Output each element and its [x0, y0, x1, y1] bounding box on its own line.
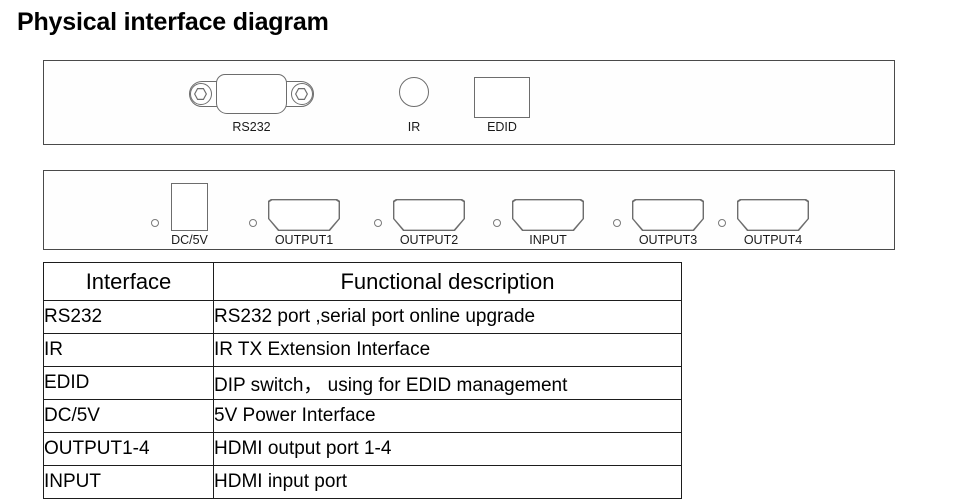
led-indicator-dc — [151, 219, 159, 227]
cell-interface: RS232 — [43, 300, 214, 334]
hdmi-connector-icon — [268, 199, 340, 231]
led-indicator-output4 — [718, 219, 726, 227]
edid-dip-switch-icon — [474, 77, 530, 118]
rs232-hex-nut-left-inner — [195, 89, 206, 99]
port-label-output2: OUTPUT2 — [399, 233, 459, 247]
port-output3[interactable]: OUTPUT3 — [632, 199, 704, 247]
table-row: DC/5V 5V Power Interface — [43, 399, 682, 433]
port-input[interactable]: INPUT — [512, 199, 584, 247]
port-dc5v[interactable]: DC/5V — [171, 183, 208, 247]
front-panel: RS232 IR EDID — [43, 60, 895, 145]
cell-description: DIP switch， using for EDID management — [213, 366, 682, 400]
table-row: INPUT HDMI input port — [43, 465, 682, 499]
led-indicator-output1 — [249, 219, 257, 227]
port-rs232[interactable]: RS232 — [189, 74, 314, 134]
cell-interface: IR — [43, 333, 214, 367]
port-edid[interactable]: EDID — [474, 77, 530, 134]
port-label-dc5v: DC/5V — [171, 233, 208, 247]
port-label-input: INPUT — [529, 233, 567, 247]
rs232-port-opening — [216, 74, 287, 114]
led-indicator-output3 — [613, 219, 621, 227]
cell-description: RS232 port ,serial port online upgrade — [213, 300, 682, 334]
port-label-ir: IR — [407, 120, 421, 134]
cell-interface: DC/5V — [43, 399, 214, 433]
cell-interface: OUTPUT1-4 — [43, 432, 214, 466]
led-indicator-input — [493, 219, 501, 227]
port-label-edid: EDID — [487, 120, 517, 134]
table-header-row: Interface Functional description — [43, 262, 682, 301]
dc-jack-icon — [171, 183, 208, 231]
cell-description: HDMI input port — [213, 465, 682, 499]
port-label-rs232: RS232 — [232, 120, 271, 134]
hdmi-connector-icon — [393, 199, 465, 231]
table-row: EDID DIP switch， using for EDID manageme… — [43, 366, 682, 400]
port-ir[interactable]: IR — [399, 77, 429, 134]
table-row: IR IR TX Extension Interface — [43, 333, 682, 367]
led-indicator-output2 — [374, 219, 382, 227]
cell-interface: EDID — [43, 366, 214, 400]
rs232-hex-nut-right-inner — [296, 89, 307, 99]
rs232-connector-icon — [189, 74, 314, 114]
rear-panel: DC/5V OUTPUT1 OUTPUT2 INPUT OUTPUT3 OUTP… — [43, 170, 895, 250]
table-row: OUTPUT1-4 HDMI output port 1-4 — [43, 432, 682, 466]
hdmi-connector-icon — [737, 199, 809, 231]
interface-table: Interface Functional description RS232 R… — [43, 262, 682, 499]
cell-description: 5V Power Interface — [213, 399, 682, 433]
cell-description: IR TX Extension Interface — [213, 333, 682, 367]
port-output2[interactable]: OUTPUT2 — [393, 199, 465, 247]
port-label-output3: OUTPUT3 — [638, 233, 698, 247]
table-row: RS232 RS232 port ,serial port online upg… — [43, 300, 682, 334]
port-label-output4: OUTPUT4 — [743, 233, 803, 247]
cell-description: HDMI output port 1-4 — [213, 432, 682, 466]
page-title: Physical interface diagram — [17, 8, 329, 36]
cell-interface: INPUT — [43, 465, 214, 499]
hdmi-connector-icon — [512, 199, 584, 231]
column-header-description: Functional description — [213, 262, 682, 301]
port-output1[interactable]: OUTPUT1 — [268, 199, 340, 247]
hdmi-connector-icon — [632, 199, 704, 231]
port-label-output1: OUTPUT1 — [274, 233, 334, 247]
column-header-interface: Interface — [43, 262, 214, 301]
ir-receiver-icon — [399, 77, 429, 107]
port-output4[interactable]: OUTPUT4 — [737, 199, 809, 247]
